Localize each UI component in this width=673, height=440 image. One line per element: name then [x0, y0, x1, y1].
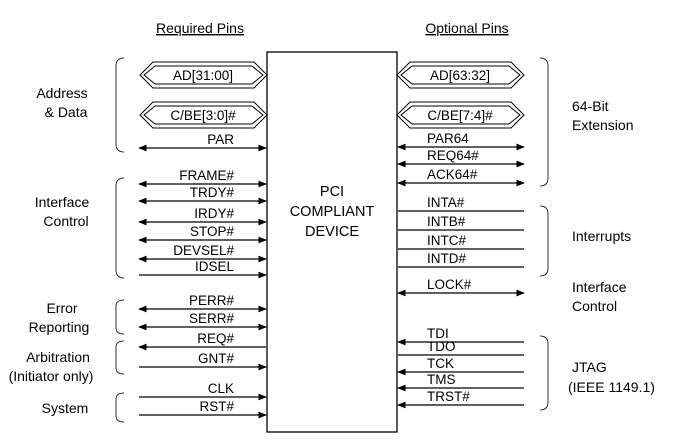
- pin-intc: INTC#: [427, 233, 466, 248]
- group-arbitration-line2: (Initiator only): [9, 368, 94, 384]
- pin-cbe-3-0: C/BE[3:0]#: [170, 108, 236, 123]
- group-interface-control-line1: Interface: [35, 194, 90, 210]
- pin-req64: REQ64#: [427, 148, 479, 163]
- pin-par: PAR: [207, 132, 234, 147]
- pin-par64: PAR64: [427, 131, 469, 146]
- device-label-line1: PCI: [320, 184, 344, 200]
- optional-pins-header: Optional Pins: [425, 20, 508, 36]
- pin-idsel: IDSEL: [195, 259, 235, 274]
- pin-trdy: TRDY#: [190, 185, 235, 200]
- pin-tdi: TDI: [427, 326, 449, 341]
- group-address-data-line1: Address: [36, 85, 87, 101]
- cbe-bus-right-inner: [400, 105, 521, 125]
- pin-devsel: DEVSEL#: [173, 243, 234, 258]
- jtag-bracket: [539, 335, 549, 411]
- group-64bit-line1: 64-Bit: [572, 98, 609, 114]
- error-reporting-bracket: [115, 299, 125, 335]
- pin-serr: SERR#: [189, 311, 235, 326]
- pin-rst: RST#: [199, 399, 234, 414]
- cbe-bus-left-inner: [143, 105, 264, 125]
- group-jtag-line1: JTAG: [572, 359, 607, 375]
- ad-bus-right-shape: [396, 61, 525, 89]
- required-pins-header: Required Pins: [156, 20, 244, 36]
- group-interface-control-line2: Control: [43, 213, 88, 229]
- group-address-data-line2: & Data: [45, 104, 88, 120]
- group-interface-control-right-line2: Control: [572, 298, 617, 314]
- pin-intb: INTB#: [427, 214, 466, 229]
- ad-bus-left-shape: [139, 61, 268, 89]
- pin-clk: CLK: [208, 381, 234, 396]
- interface-control-left-bracket: [115, 177, 125, 279]
- pin-trst: TRST#: [427, 389, 470, 404]
- pin-ack64: ACK64#: [427, 167, 478, 182]
- pin-perr: PERR#: [189, 293, 235, 308]
- device-label-line2: COMPLIANT: [290, 204, 375, 220]
- pin-tck: TCK: [427, 356, 454, 371]
- group-interrupts: Interrupts: [572, 228, 631, 244]
- group-error-reporting-line1: Error: [46, 300, 77, 316]
- group-interface-control-right-line1: Interface: [572, 279, 627, 295]
- group-system: System: [42, 400, 89, 416]
- extension-64bit-bracket: [539, 57, 549, 187]
- ad-bus-right-inner: [400, 65, 521, 85]
- pin-inta: INTA#: [427, 195, 465, 210]
- pin-irdy: IRDY#: [194, 206, 234, 221]
- device-label-line3: DEVICE: [305, 224, 359, 240]
- group-64bit-line2: Extension: [572, 117, 633, 133]
- cbe-bus-left-shape: [139, 101, 268, 129]
- pin-cbe-7-4: C/BE[7:4]#: [427, 108, 493, 123]
- arbitration-bracket: [115, 340, 125, 375]
- pin-tdo: TDO: [427, 339, 456, 354]
- pin-tms: TMS: [427, 372, 456, 387]
- pin-gnt: GNT#: [198, 351, 234, 366]
- system-bracket: [115, 392, 125, 423]
- cbe-bus-right-shape: [396, 101, 525, 129]
- group-jtag-line2: (IEEE 1149.1): [568, 379, 655, 395]
- pin-stop: STOP#: [190, 224, 235, 239]
- ad-bus-left-inner: [143, 65, 264, 85]
- pin-frame: FRAME#: [179, 168, 234, 183]
- pin-req: REQ#: [197, 331, 234, 346]
- pci-device-box: [266, 51, 398, 433]
- pin-ad-31-00: AD[31:00]: [173, 68, 233, 83]
- group-arbitration-line1: Arbitration: [26, 349, 90, 365]
- pin-intd: INTD#: [427, 251, 466, 266]
- interrupts-bracket: [539, 205, 549, 277]
- pin-ad-63-32: AD[63:32]: [430, 68, 490, 83]
- address-data-bracket: [115, 57, 125, 153]
- pin-lock: LOCK#: [427, 277, 472, 292]
- group-error-reporting-line2: Reporting: [29, 319, 90, 335]
